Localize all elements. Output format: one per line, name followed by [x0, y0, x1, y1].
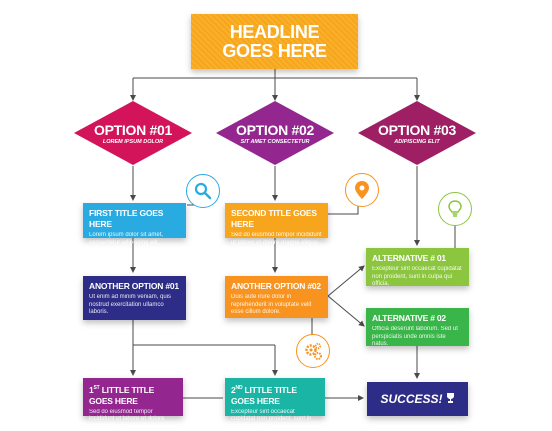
alternative-01-box: ALTERNATIVE # 01 Excepteur sint occaecat… — [366, 248, 469, 287]
little-title-2-box: 2ND LITTLE TITLE GOES HERE Excepteur sin… — [225, 378, 325, 430]
success-text: SUCCESS! — [380, 392, 443, 406]
another-option-02-heading: ANOTHER OPTION #02 — [231, 281, 321, 291]
another-option-01-body: Ut enim ad minim veniam, quis nostrud ex… — [89, 294, 172, 315]
alternative-02-body: Officia deserunt laborum. Sed ut perspic… — [372, 326, 458, 347]
alternative-02-box: ALTERNATIVE # 02 Officia deserunt laboru… — [366, 308, 469, 347]
headline-text: HEADLINE GOES HERE — [222, 21, 327, 61]
little-title-2-sup: ND — [235, 385, 243, 391]
first-title-body: Lorem ipsum dolor sit amet, consectetur … — [89, 232, 164, 246]
little-title-1-sup: ST — [93, 385, 100, 391]
alternative-01-heading: ALTERNATIVE # 01 — [372, 253, 446, 263]
another-option-01-heading: ANOTHER OPTION #01 — [89, 281, 179, 291]
little-title-1-body: Sed do eiusmod tempor incididunt ut labo… — [89, 408, 165, 430]
little-title-1-rest: LITTLE TITLE GOES HERE — [89, 384, 155, 406]
alternative-02-heading: ALTERNATIVE # 02 — [372, 313, 446, 323]
little-title-1-heading: 1ST LITTLE TITLE GOES HERE — [89, 383, 177, 407]
little-title-1-num: 1 — [89, 384, 94, 395]
option-02-diamond — [216, 101, 334, 165]
option-02-label: OPTION #02 SIT AMET CONSECTETUR — [231, 122, 319, 145]
another-option-02-box: ANOTHER OPTION #02 Duis aute irure dolor… — [225, 276, 328, 318]
little-title-2-heading: 2ND LITTLE TITLE GOES HERE — [231, 383, 319, 407]
first-title-heading: FIRST TITLE GOES HERE — [89, 208, 164, 229]
little-title-1-box: 1ST LITTLE TITLE GOES HERE Sed do eiusmo… — [83, 378, 183, 430]
option-02-subtitle: SIT AMET CONSECTETUR — [240, 139, 310, 145]
gears-icon — [296, 334, 330, 368]
option-03-label: OPTION #03 ADIPISCING ELIT — [373, 122, 461, 145]
alternative-01-body: Excepteur sint occaecat cupidatat non pr… — [372, 266, 462, 287]
second-title-box: SECOND TITLE GOES HERE Sed do eiusmod te… — [225, 203, 328, 246]
option-03-diamond — [358, 101, 476, 165]
option-01-diamond — [74, 101, 192, 165]
headline-box: HEADLINE GOES HERE — [191, 14, 358, 69]
option-02-title: OPTION #02 — [236, 122, 314, 138]
first-title-box: FIRST TITLE GOES HERE Lorem ipsum dolor … — [83, 203, 186, 246]
option-03-title: OPTION #03 — [378, 122, 456, 138]
little-title-2-num: 2 — [231, 384, 236, 395]
little-title-2-body: Excepteur sint occaecat cupidatat non pr… — [231, 408, 312, 430]
location-pin-icon — [345, 173, 379, 207]
another-option-02-body: Duis aute irure dolor in reprehenderit i… — [231, 294, 312, 315]
another-option-01-box: ANOTHER OPTION #01 Ut enim ad minim veni… — [83, 276, 186, 320]
option-01-label: OPTION #01 LOREM IPSUM DOLOR — [89, 122, 177, 145]
second-title-heading: SECOND TITLE GOES HERE — [231, 208, 317, 229]
little-title-2-rest: LITTLE TITLE GOES HERE — [231, 384, 297, 406]
lightbulb-icon — [438, 192, 472, 226]
option-01-title: OPTION #01 — [94, 122, 172, 138]
search-icon — [186, 174, 220, 208]
option-01-subtitle: LOREM IPSUM DOLOR — [102, 139, 164, 145]
trophy-icon — [446, 392, 455, 406]
success-box: SUCCESS! — [367, 382, 468, 416]
second-title-body: Sed do eiusmod tempor incididunt ut labo… — [231, 232, 322, 246]
option-03-subtitle: ADIPISCING ELIT — [394, 139, 440, 145]
